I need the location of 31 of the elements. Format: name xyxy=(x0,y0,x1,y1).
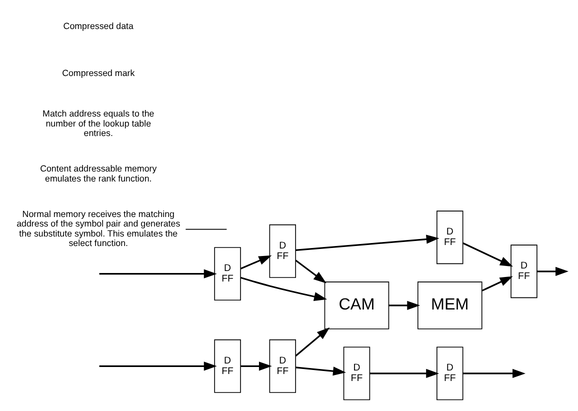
arrow xyxy=(240,254,272,269)
arrow xyxy=(482,276,513,291)
node-box: D FF xyxy=(436,346,464,400)
node-box: D FF xyxy=(343,346,370,400)
arrow xyxy=(99,268,217,278)
node-box: D FF xyxy=(436,210,464,264)
arrow xyxy=(296,366,346,376)
label: Match address equals to the number of the lookup table entries. xyxy=(42,108,154,138)
arrow xyxy=(370,368,440,378)
label: Compressed mark xyxy=(62,68,135,78)
node-box: CAM xyxy=(324,281,390,329)
label: Content addressable memory emulates the rank function. xyxy=(40,163,157,183)
connector xyxy=(185,228,228,230)
arrow xyxy=(462,242,514,266)
label: Compressed data xyxy=(63,20,134,31)
arrow xyxy=(240,276,328,301)
arrow xyxy=(240,361,272,370)
node-box: D FF xyxy=(214,246,241,300)
node-box: D FF xyxy=(269,338,296,392)
node-box: D FF xyxy=(214,338,241,392)
arrow xyxy=(99,361,217,370)
arrow xyxy=(295,326,330,356)
arrow xyxy=(462,368,526,378)
node-text: Normal memory receives the matching address of the symbol pair and generates the substitute symbol. This emulates the select function. xyxy=(16,208,180,248)
arrow xyxy=(296,234,440,250)
arrow xyxy=(388,300,420,310)
arrow xyxy=(295,259,326,283)
node-box: D FF xyxy=(510,244,538,298)
arrow xyxy=(536,266,568,276)
node-box: MEM xyxy=(417,281,482,329)
node-box: D FF xyxy=(269,224,296,278)
